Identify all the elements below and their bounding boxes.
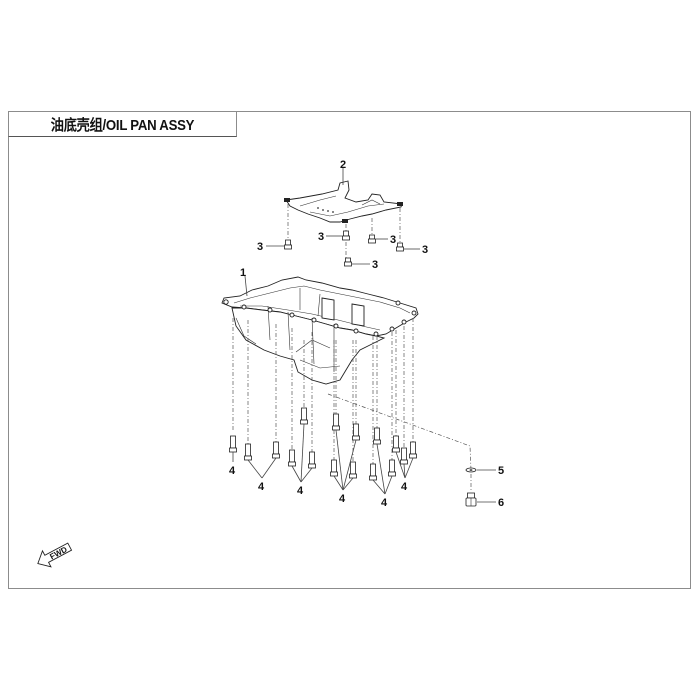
bolt-icon bbox=[344, 257, 352, 267]
baffle-bolts[interactable] bbox=[284, 204, 404, 267]
title-box: 油底壳组/OIL PAN ASSY bbox=[8, 111, 237, 137]
callout-4a: 4 bbox=[229, 465, 236, 477]
washer-part[interactable] bbox=[465, 467, 477, 473]
bolt-icon bbox=[342, 230, 350, 241]
baffle-plate-part[interactable] bbox=[284, 180, 403, 223]
callout-3e: 3 bbox=[372, 259, 378, 271]
forward-direction-arrow-icon: FWD bbox=[37, 542, 73, 568]
bolt-icon bbox=[332, 413, 340, 431]
bolt-icon bbox=[308, 451, 316, 469]
bolt-icon bbox=[272, 441, 280, 459]
bolt-icon bbox=[373, 427, 381, 445]
bolt-icon bbox=[369, 463, 377, 481]
callout-6: 6 bbox=[498, 497, 504, 509]
callout-2: 2 bbox=[340, 159, 346, 171]
bolt-icon bbox=[368, 234, 376, 244]
callout-4d: 4 bbox=[339, 493, 346, 505]
bolt-icon bbox=[396, 242, 404, 252]
bolt-icon bbox=[300, 407, 308, 425]
callout-3d: 3 bbox=[422, 244, 428, 256]
bolt-icon bbox=[392, 435, 400, 453]
callout-3c: 3 bbox=[390, 234, 396, 246]
callout-4e: 4 bbox=[381, 497, 388, 509]
callout-3a: 3 bbox=[257, 241, 263, 253]
callout-4f: 4 bbox=[401, 481, 408, 493]
callout-4c: 4 bbox=[297, 485, 304, 497]
page-title: 油底壳组/OIL PAN ASSY bbox=[50, 116, 195, 134]
bolt-icon bbox=[229, 435, 237, 453]
callout-1: 1 bbox=[240, 267, 246, 279]
bolt-icon bbox=[288, 449, 296, 467]
drawing-frame bbox=[8, 111, 691, 589]
oil-pan-part[interactable] bbox=[221, 276, 419, 385]
bolt-icon bbox=[409, 441, 417, 459]
callout-4b: 4 bbox=[258, 481, 265, 493]
bolt-icon bbox=[388, 459, 396, 477]
callout-5: 5 bbox=[498, 465, 504, 477]
callout-3b: 3 bbox=[318, 231, 324, 243]
bolt-icon bbox=[244, 443, 252, 461]
bolt-icon bbox=[352, 423, 360, 441]
bolt-icon bbox=[349, 461, 357, 479]
bolt-icon bbox=[400, 447, 408, 465]
bolt-icon bbox=[330, 459, 338, 477]
bolt-icon bbox=[284, 239, 292, 250]
drain-plug-part[interactable] bbox=[465, 492, 477, 507]
